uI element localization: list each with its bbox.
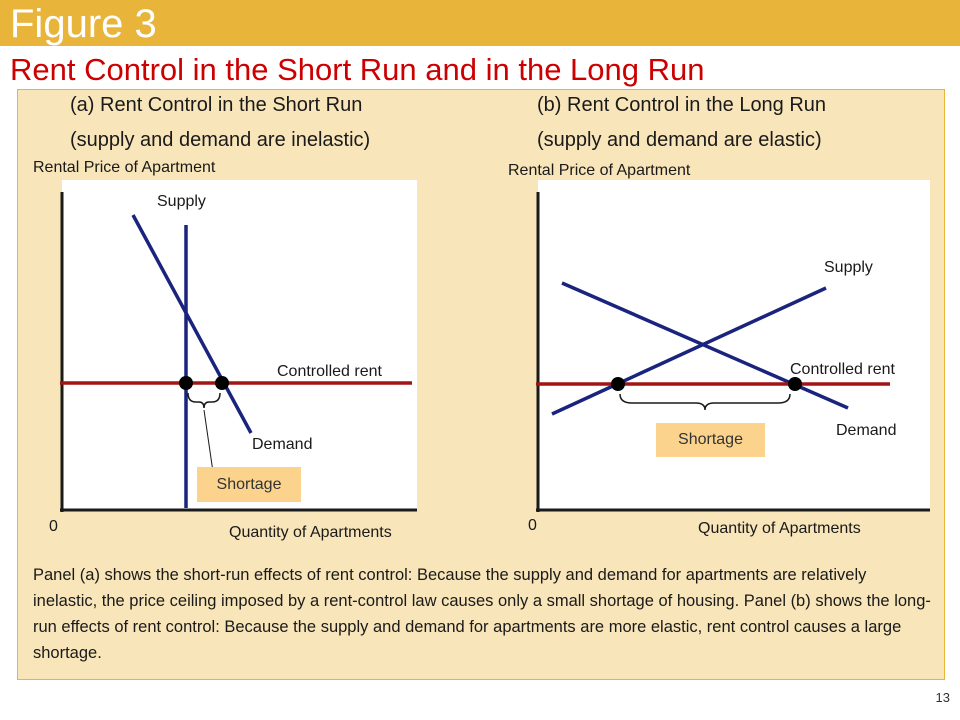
panel-a-shortage-pointer <box>203 409 214 473</box>
panel-b-demand-label: Demand <box>836 422 897 439</box>
panel-a-supply-point <box>179 376 193 390</box>
panel-a-title: (a) Rent Control in the Short Run <box>70 94 363 116</box>
panel-a-demand-point <box>215 376 229 390</box>
panel-b-ylabel: Rental Price of Apartment <box>508 162 691 179</box>
panel-b-subtitle: (supply and demand are elastic) <box>537 129 822 151</box>
panel-b-supply-point <box>611 377 625 391</box>
panel-b-origin: 0 <box>528 517 537 534</box>
panel-a-demand-curve <box>131 214 253 434</box>
panel-b-title: (b) Rent Control in the Long Run <box>537 94 827 116</box>
figure-caption: Panel (a) shows the short-run effects of… <box>33 566 931 662</box>
panel-a-ylabel: Rental Price of Apartment <box>33 159 216 176</box>
panel-b-supply-curve <box>551 286 827 416</box>
panel-b-controlled-rent-label: Controlled rent <box>790 361 895 378</box>
figure-number: Figure 3 <box>10 2 157 46</box>
page-title: Rent Control in the Short Run and in the… <box>10 52 705 87</box>
panel-b-shortage-box: Shortage <box>656 423 765 457</box>
panel-a-controlled-rent-label: Controlled rent <box>277 363 382 380</box>
page-number: 13 <box>935 690 950 705</box>
header-bar <box>0 0 960 46</box>
panel-b-supply-label: Supply <box>824 259 873 276</box>
panel-a-subtitle: (supply and demand are inelastic) <box>70 129 371 151</box>
panel-a-demand-label: Demand <box>252 436 313 453</box>
panel-b-demand-point <box>788 377 802 391</box>
panel-a-xlabel: Quantity of Apartments <box>229 524 392 541</box>
panel-a-plot-area <box>62 180 417 510</box>
panel-b-shortage-brace <box>619 393 791 411</box>
panel-a-shortage-brace <box>187 392 221 409</box>
panel-a-shortage-box: Shortage <box>197 467 301 502</box>
panel-b-xlabel: Quantity of Apartments <box>698 520 861 537</box>
panel-a-origin: 0 <box>49 518 58 535</box>
panel-a-supply-label: Supply <box>157 193 206 210</box>
